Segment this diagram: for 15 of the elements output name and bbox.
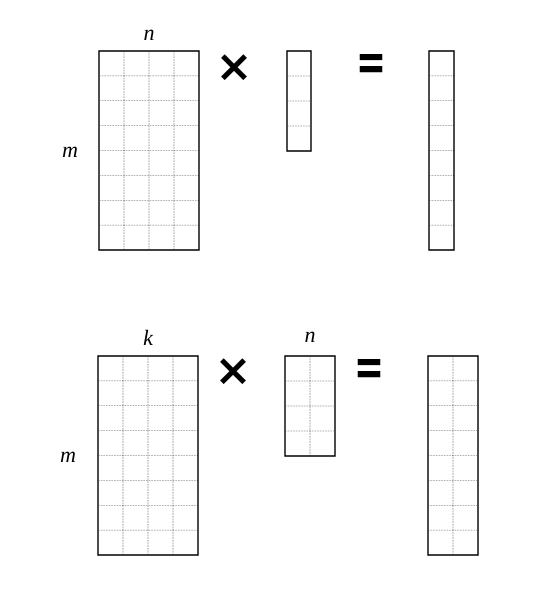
- equals-sign: =: [358, 358, 380, 378]
- multiplication-sign: ×: [221, 54, 247, 80]
- dimension-label: m: [60, 452, 76, 462]
- equals-sign: =: [360, 54, 382, 72]
- matrix-grid: [286, 50, 312, 152]
- matrix-grid: [427, 355, 479, 556]
- matrix-grid: [284, 355, 336, 457]
- dimension-label: n: [305, 332, 315, 342]
- dimension-label: n: [144, 30, 154, 40]
- dimension-label: m: [62, 146, 78, 157]
- matrix-grid: [428, 50, 455, 251]
- matrix-grid: [98, 50, 200, 251]
- matrix-grid: [97, 355, 199, 556]
- multiplication-sign: ×: [220, 358, 246, 384]
- dimension-label: k: [144, 330, 154, 345]
